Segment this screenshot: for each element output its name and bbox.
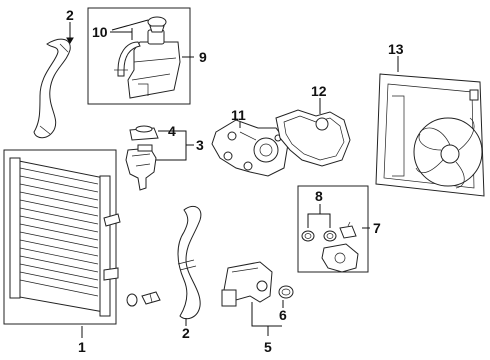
callout-2-top: 2 [66,7,74,23]
callout-9: 9 [199,49,207,65]
water-pump-gasket [275,109,351,167]
upper-radiator-hose [33,38,71,139]
callout-13: 13 [388,41,404,57]
callout-2-bottom: 2 [182,325,190,341]
outlet-gasket [278,285,294,299]
radiator [3,149,121,325]
water-inlet [125,144,157,191]
callout-7: 7 [373,220,381,236]
thermostat-cap [129,125,159,141]
callout-3: 3 [196,137,204,153]
coolant-reservoir [127,16,181,99]
water-pump [211,119,289,177]
thermostat-housing [321,221,359,273]
callout-11: 11 [231,107,246,123]
callouts: 2 10 9 4 3 11 12 13 8 7 1 2 5 6 [66,7,404,355]
water-outlet [221,261,273,307]
reservoir-hose [114,41,141,77]
callout-10: 10 [92,24,108,40]
leader-lines [66,19,399,338]
callout-4: 4 [168,123,176,139]
lower-radiator-hose [177,205,202,320]
drain-cock [126,291,161,307]
callout-8: 8 [315,188,323,204]
reservoir-group-frame [87,7,191,105]
gaskets-o-rings [301,230,337,242]
callout-6: 6 [279,307,287,323]
cooling-fan-assembly [375,73,485,197]
callout-12: 12 [311,83,327,99]
callout-5: 5 [264,339,272,355]
callout-1: 1 [78,339,86,355]
thermostat-group-frame [297,185,369,273]
